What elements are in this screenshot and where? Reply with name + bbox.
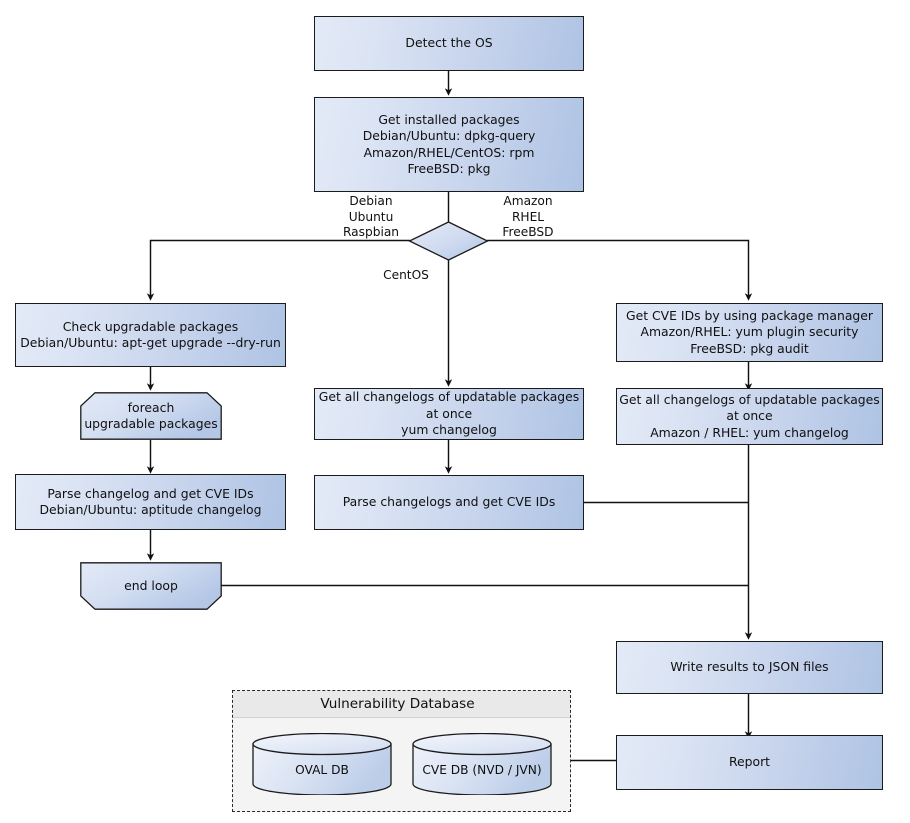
edge-label-right: Amazon RHEL FreeBSD bbox=[502, 194, 554, 239]
node-parse-changelog-debian[interactable]: Parse changelog and get CVE IDs Debian/U… bbox=[15, 474, 286, 530]
end-loop-shape bbox=[80, 562, 222, 610]
db-oval-label: OVAL DB bbox=[295, 763, 349, 777]
node-get-changelogs-centos-label: Get all changelogs of updatable packages… bbox=[318, 389, 580, 438]
node-write-results[interactable]: Write results to JSON files bbox=[616, 641, 883, 694]
node-get-changelogs-rhel-label: Get all changelogs of updatable packages… bbox=[619, 391, 880, 440]
db-cve-label: CVE DB (NVD / JVN) bbox=[422, 763, 542, 777]
node-foreach-loop-label: foreach upgradable packages bbox=[84, 399, 218, 432]
node-detect-os[interactable]: Detect the OS bbox=[314, 16, 584, 71]
node-check-upgradable[interactable]: Check upgradable packages Debian/Ubuntu:… bbox=[15, 303, 286, 367]
foreach-shape bbox=[80, 392, 222, 440]
node-get-changelogs-rhel[interactable]: Get all changelogs of updatable packages… bbox=[616, 388, 883, 445]
db-cve[interactable] bbox=[412, 733, 552, 795]
node-end-loop-label: end loop bbox=[124, 577, 178, 593]
node-report-label: Report bbox=[728, 754, 771, 770]
db-oval[interactable] bbox=[252, 733, 392, 795]
node-check-upgradable-label: Check upgradable packages Debian/Ubuntu:… bbox=[20, 318, 281, 351]
edge-label-left: Debian Ubuntu Raspbian bbox=[342, 194, 400, 239]
node-get-installed-packages[interactable]: Get installed packages Debian/Ubuntu: dp… bbox=[314, 97, 584, 192]
node-end-loop[interactable]: end loop bbox=[80, 562, 222, 610]
decision-diamond[interactable] bbox=[408, 221, 489, 261]
node-write-results-label: Write results to JSON files bbox=[670, 659, 829, 675]
group-vulnerability-database: Vulnerability Database OVAL DB bbox=[232, 690, 571, 812]
node-foreach-loop[interactable]: foreach upgradable packages bbox=[80, 392, 222, 440]
edge-label-down: CentOS bbox=[383, 268, 429, 282]
node-get-cve-ids-pkgmgr-label: Get CVE IDs by using package manager Ama… bbox=[626, 307, 873, 356]
node-detect-os-label: Detect the OS bbox=[405, 35, 493, 51]
node-get-cve-ids-pkgmgr[interactable]: Get CVE IDs by using package manager Ama… bbox=[616, 303, 883, 362]
node-parse-changelogs-centos[interactable]: Parse changelogs and get CVE IDs bbox=[314, 475, 584, 530]
node-parse-changelog-debian-label: Parse changelog and get CVE IDs Debian/U… bbox=[39, 485, 262, 518]
node-get-installed-packages-label: Get installed packages Debian/Ubuntu: dp… bbox=[362, 111, 536, 177]
node-report[interactable]: Report bbox=[616, 735, 883, 790]
node-parse-changelogs-centos-label: Parse changelogs and get CVE IDs bbox=[342, 494, 556, 510]
node-get-changelogs-centos[interactable]: Get all changelogs of updatable packages… bbox=[314, 388, 584, 440]
edge-decision-right bbox=[487, 239, 753, 301]
group-header: Vulnerability Database bbox=[233, 691, 570, 718]
group-title: Vulnerability Database bbox=[320, 696, 475, 712]
